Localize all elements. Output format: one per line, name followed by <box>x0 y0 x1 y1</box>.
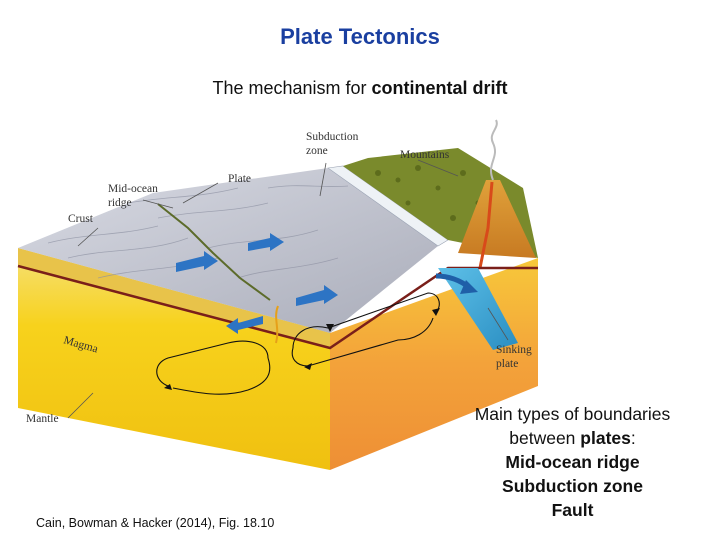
label-sinking-plate-2: plate <box>496 358 518 370</box>
volcano <box>458 180 536 258</box>
boundaries-heading-2: between plates: <box>450 426 695 450</box>
plate-motion-arrows <box>176 233 338 334</box>
label-mid-ocean-ridge-1: Mid-ocean <box>108 183 158 195</box>
crust-texture <box>47 185 349 279</box>
page-title: Plate Tectonics <box>280 24 440 49</box>
boundaries-heading-prefix: between <box>509 428 581 448</box>
page-subtitle: The mechanism for continental drift <box>0 78 720 99</box>
citation: Cain, Bowman & Hacker (2014), Fig. 18.10 <box>36 516 275 530</box>
label-plate: Plate <box>228 173 251 185</box>
convection-cells <box>156 292 440 395</box>
label-mantle: Mantle <box>26 413 59 425</box>
label-sinking-plate-1: Sinking <box>496 344 532 356</box>
label-mountains: Mountains <box>400 149 450 161</box>
mantle-front-face <box>18 248 330 470</box>
leader-lines <box>67 159 509 419</box>
mid-ocean-ridge-line <box>157 203 271 301</box>
boundaries-heading-1: Main types of boundaries <box>474 404 671 424</box>
boundary-types-list: Main types of boundaries between plates:… <box>450 402 695 522</box>
volcano-plume <box>490 119 498 181</box>
ridge-magma-rise <box>275 305 279 344</box>
boundaries-heading-bold: plates <box>580 428 631 448</box>
label-mid-ocean-ridge-2: ridge <box>108 197 132 209</box>
lithosphere-base <box>17 264 538 350</box>
subtitle-prefix: The mechanism for <box>212 78 372 98</box>
subtitle-emphasis: continental drift <box>371 78 508 98</box>
convection-arrowheads <box>164 308 440 390</box>
label-crust: Crust <box>68 213 94 225</box>
boundary-type-item: Fault <box>551 500 594 520</box>
sinking-plate <box>438 268 518 350</box>
sinking-plate-arrowhead <box>460 280 478 294</box>
boundary-type-item: Subduction zone <box>502 476 643 496</box>
boundary-type-item: Mid-ocean ridge <box>505 452 640 472</box>
volcano-magma-conduit <box>478 181 494 269</box>
boundaries-heading-suffix: : <box>630 428 636 448</box>
plate-tectonics-diagram: Subduction zone Mountains Plate Mid-ocea… <box>17 119 538 470</box>
label-subduction-zone-2: zone <box>306 145 328 157</box>
label-subduction-zone-1: Subduction <box>306 131 359 143</box>
